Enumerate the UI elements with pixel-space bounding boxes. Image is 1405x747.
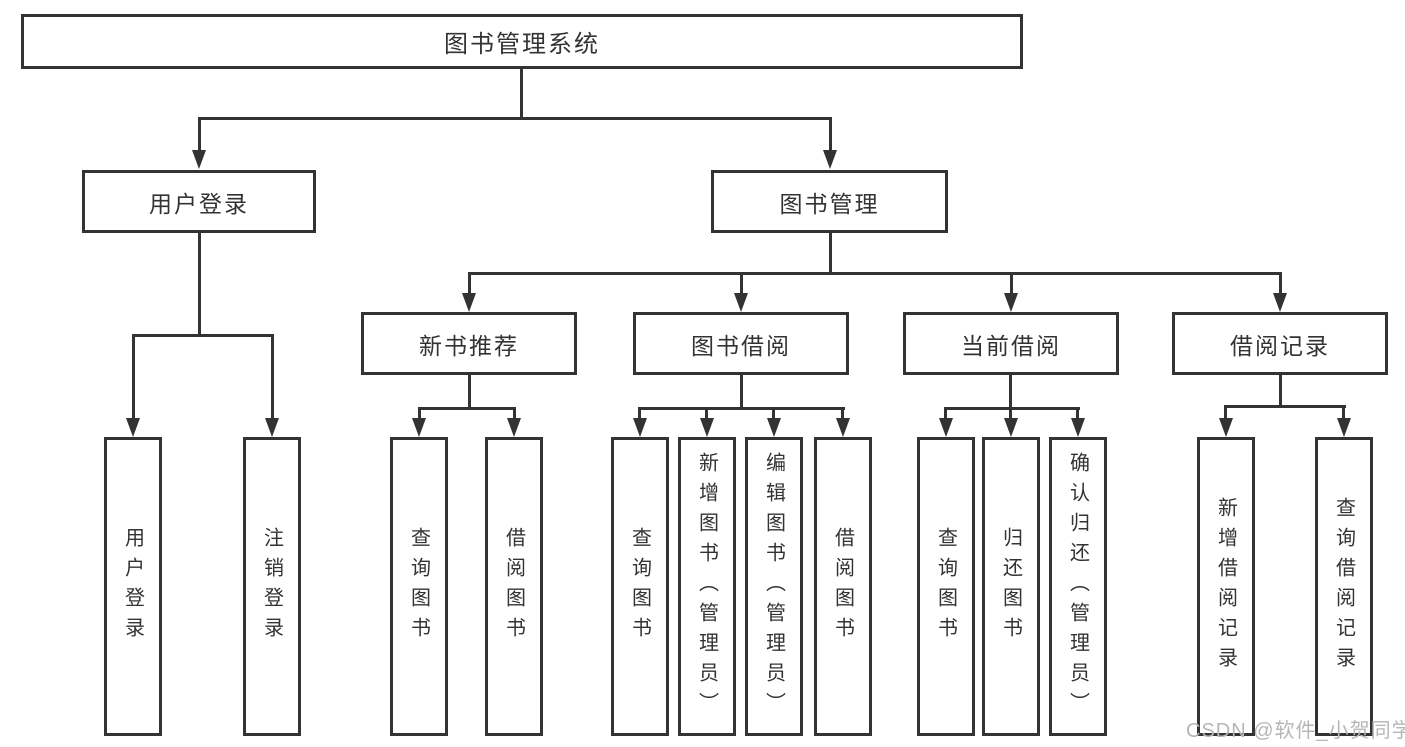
connector-line bbox=[944, 410, 947, 418]
connector-line bbox=[638, 407, 845, 410]
node-root: 图书管理系统 bbox=[21, 14, 1023, 69]
node-user-login-leaf-label: 用户登录 bbox=[121, 526, 144, 647]
node-book-borrow-label: 图书借阅 bbox=[691, 332, 791, 359]
node-user-login-label: 用户登录 bbox=[149, 190, 249, 217]
connector-line bbox=[1010, 275, 1013, 293]
node-current-query-books: 查询图书 bbox=[917, 437, 975, 736]
connector-line bbox=[468, 375, 471, 407]
node-borrow-edit-books-admin: 编辑图书（管理员） bbox=[745, 437, 803, 736]
connector-line bbox=[1224, 408, 1227, 418]
node-logout: 注销登录 bbox=[243, 437, 301, 736]
connector-line bbox=[841, 410, 844, 418]
arrow-down-icon bbox=[1071, 418, 1085, 437]
connector-line bbox=[198, 120, 201, 151]
connector-line bbox=[705, 410, 708, 418]
arrow-down-icon bbox=[126, 418, 140, 437]
arrow-down-icon bbox=[1004, 418, 1018, 437]
connector-line bbox=[513, 410, 516, 418]
connector-line bbox=[198, 233, 201, 335]
node-current-confirm-return-admin: 确认归还（管理员） bbox=[1049, 437, 1107, 736]
node-book-mgmt: 图书管理 bbox=[711, 170, 948, 233]
node-current-borrow: 当前借阅 bbox=[903, 312, 1119, 375]
connector-line bbox=[198, 117, 832, 120]
arrow-down-icon bbox=[1219, 418, 1233, 437]
arrow-down-icon bbox=[700, 418, 714, 437]
connector-line bbox=[1279, 375, 1282, 405]
connector-line bbox=[740, 275, 743, 293]
node-newbook-query-books-label: 查询图书 bbox=[407, 526, 430, 647]
node-current-confirm-return-admin-label: 确认归还（管理员） bbox=[1066, 451, 1089, 722]
csdn-watermark: CSDN @软件_小贺同学 bbox=[1186, 720, 1405, 742]
node-borrow-record: 借阅记录 bbox=[1172, 312, 1388, 375]
connector-line bbox=[944, 407, 1080, 410]
connector-line bbox=[418, 407, 516, 410]
connector-line bbox=[1224, 405, 1346, 408]
arrow-down-icon bbox=[1273, 293, 1287, 312]
node-new-book-rec: 新书推荐 bbox=[361, 312, 577, 375]
node-record-add-label: 新增借阅记录 bbox=[1214, 496, 1237, 677]
node-current-return-books: 归还图书 bbox=[982, 437, 1040, 736]
connector-line bbox=[468, 275, 471, 293]
connector-line bbox=[132, 337, 135, 418]
node-record-query-label: 查询借阅记录 bbox=[1332, 496, 1355, 677]
arrow-down-icon bbox=[734, 293, 748, 312]
node-newbook-borrow-books-label: 借阅图书 bbox=[502, 526, 525, 647]
arrow-down-icon bbox=[823, 150, 837, 169]
node-borrow-borrow-books: 借阅图书 bbox=[814, 437, 872, 736]
node-borrow-query-books-label: 查询图书 bbox=[628, 526, 651, 647]
node-borrow-borrow-books-label: 借阅图书 bbox=[831, 526, 854, 647]
arrow-down-icon bbox=[767, 418, 781, 437]
node-current-query-books-label: 查询图书 bbox=[934, 526, 957, 647]
node-record-add: 新增借阅记录 bbox=[1197, 437, 1255, 736]
connector-line bbox=[1009, 375, 1012, 407]
arrow-down-icon bbox=[1004, 293, 1018, 312]
arrow-down-icon bbox=[412, 418, 426, 437]
arrow-down-icon bbox=[192, 150, 206, 169]
node-user-login-leaf: 用户登录 bbox=[104, 437, 162, 736]
connector-line bbox=[638, 410, 641, 418]
connector-line bbox=[520, 69, 523, 117]
node-new-book-rec-label: 新书推荐 bbox=[419, 332, 519, 359]
node-book-borrow: 图书借阅 bbox=[633, 312, 849, 375]
connector-line bbox=[418, 410, 421, 418]
connector-line bbox=[1279, 275, 1282, 293]
node-record-query: 查询借阅记录 bbox=[1315, 437, 1373, 736]
connector-line bbox=[1342, 408, 1345, 418]
node-newbook-query-books: 查询图书 bbox=[390, 437, 448, 736]
connector-line bbox=[740, 375, 743, 407]
node-current-return-books-label: 归还图书 bbox=[999, 526, 1022, 647]
arrow-down-icon bbox=[939, 418, 953, 437]
arrow-down-icon bbox=[265, 418, 279, 437]
connector-line bbox=[468, 272, 1282, 275]
arrow-down-icon bbox=[462, 293, 476, 312]
node-newbook-borrow-books: 借阅图书 bbox=[485, 437, 543, 736]
connector-line bbox=[132, 334, 274, 337]
arrow-down-icon bbox=[1337, 418, 1351, 437]
connector-line bbox=[1076, 410, 1079, 418]
node-root-label: 图书管理系统 bbox=[444, 31, 600, 58]
node-user-login: 用户登录 bbox=[82, 170, 316, 233]
node-logout-label: 注销登录 bbox=[260, 526, 283, 647]
node-borrow-edit-books-admin-label: 编辑图书（管理员） bbox=[762, 451, 785, 722]
node-book-mgmt-label: 图书管理 bbox=[779, 190, 880, 217]
connector-line bbox=[829, 233, 832, 272]
connector-line bbox=[1009, 410, 1012, 418]
arrow-down-icon bbox=[633, 418, 647, 437]
connector-line bbox=[271, 337, 274, 418]
connector-line bbox=[772, 410, 775, 418]
node-borrow-record-label: 借阅记录 bbox=[1230, 332, 1330, 359]
node-current-borrow-label: 当前借阅 bbox=[961, 332, 1061, 359]
node-borrow-add-books-admin-label: 新增图书（管理员） bbox=[695, 451, 718, 722]
arrow-down-icon bbox=[836, 418, 850, 437]
arrow-down-icon bbox=[507, 418, 521, 437]
connector-line bbox=[829, 120, 832, 151]
node-borrow-add-books-admin: 新增图书（管理员） bbox=[678, 437, 736, 736]
node-borrow-query-books: 查询图书 bbox=[611, 437, 669, 736]
